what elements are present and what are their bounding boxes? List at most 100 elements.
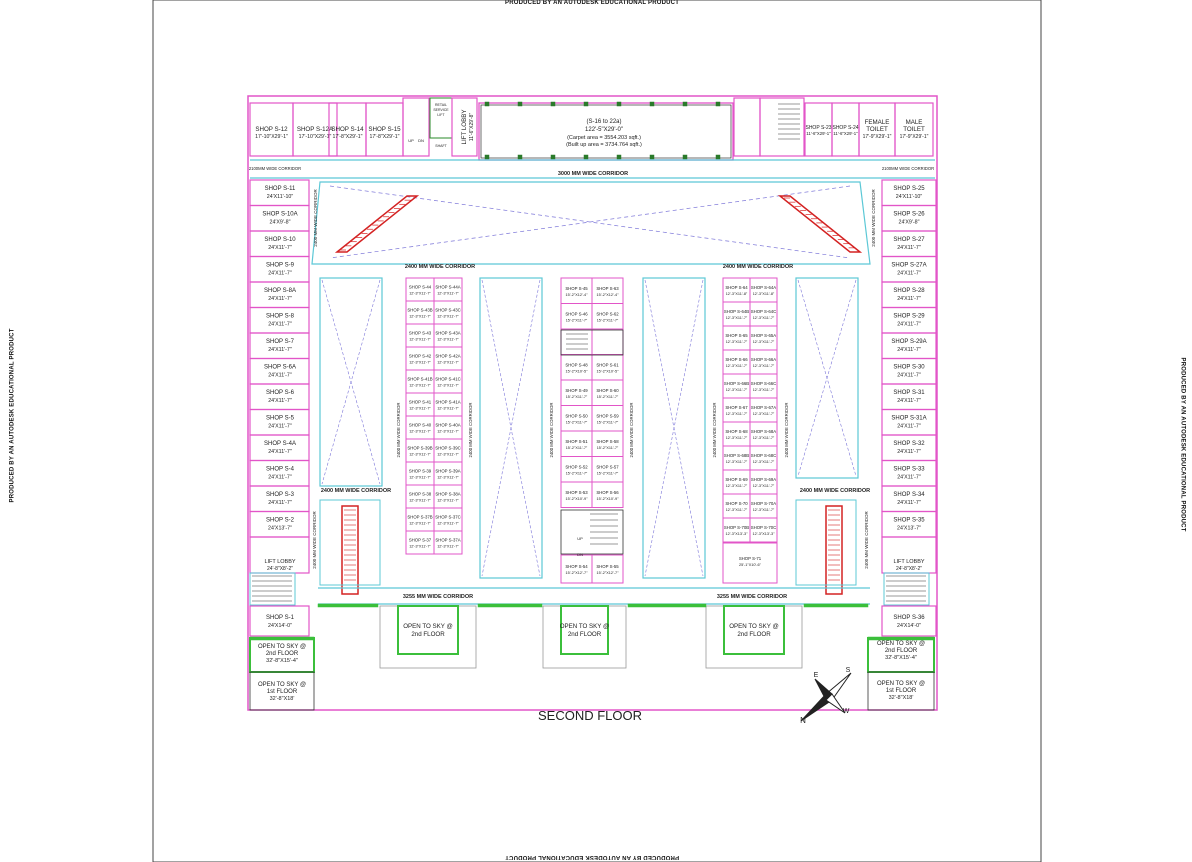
shop-cell — [405, 346, 435, 371]
shop-size: 12'-3"X11'-7" — [753, 412, 775, 416]
shop-name: SHOP S-66B — [724, 381, 749, 386]
void-diagonal — [329, 185, 851, 259]
planter-strip — [317, 603, 379, 608]
shop-cell — [560, 354, 593, 381]
shop-cell — [405, 323, 435, 348]
shop-name: SHOP S-44A — [435, 285, 460, 290]
shop-size: 24'X11'-7" — [268, 475, 292, 481]
shop-size: 12'-3"X11'-7" — [409, 407, 431, 411]
shop-cell — [433, 323, 463, 348]
shop-size: 17'-8"X29'-1" — [333, 134, 363, 140]
corridor-label-mid-left: 2400 MM WIDE CORRIDOR — [405, 264, 475, 270]
shop-cell — [881, 459, 937, 487]
shop-name: SHOP S-48 — [565, 362, 588, 367]
shop-size: 24'X11'-7" — [268, 271, 292, 277]
shop-cell — [722, 325, 751, 351]
shop-cell — [405, 461, 435, 486]
shop-name: SHOP S-70 — [725, 501, 748, 506]
open-sky-label: OPEN TO SKY @ — [729, 623, 779, 630]
shop-cell — [591, 456, 624, 483]
watermark-top: PRODUCED BY AN AUTODESK EDUCATIONAL PROD… — [505, 0, 680, 6]
shop-name: SHOP S-25 — [893, 186, 925, 192]
shop-name: SHOP S-44 — [409, 285, 432, 290]
shop-cell — [249, 179, 310, 207]
shop-size: 11'-6"X29'-1" — [806, 131, 831, 136]
up-label: UP — [577, 536, 583, 541]
corridor-label-vert: 2400 MM WIDE CORRIDOR — [712, 403, 717, 458]
shop-cell — [249, 332, 310, 360]
shop-name: SHOP S-31A — [891, 416, 926, 422]
shop-size: 15'-2"X10'-9" — [566, 497, 589, 501]
shop-cell — [405, 484, 435, 509]
lift-core-right — [733, 97, 761, 157]
shop-cell — [749, 517, 778, 543]
corridor-label-low-left: 2400 MM WIDE CORRIDOR — [321, 488, 391, 494]
shop-size: 12'-3"X11'-7" — [726, 484, 748, 488]
dn-label: DN — [418, 138, 424, 143]
shop-size: 12'-3"X11'-7" — [437, 453, 459, 457]
shop-cell — [433, 461, 463, 486]
stair-left — [249, 572, 296, 606]
shop-name: SHOP S-62 — [596, 311, 619, 316]
shop-size: 24'X11'-7" — [897, 373, 921, 379]
lift-lobby-size: 24'-8"X8'-2" — [896, 566, 922, 572]
shop-name: SHOP S-51 — [565, 439, 588, 444]
shop-name: SHOP S-35 — [893, 518, 925, 524]
column — [550, 154, 556, 160]
column — [484, 101, 490, 107]
shop-size: 17'-8"X29'-1" — [370, 134, 400, 140]
shop-size: 12'-3"X11'-7" — [726, 508, 748, 512]
column — [484, 154, 490, 160]
shop-size: 15'-2"X11'-7" — [597, 395, 619, 399]
shop-cell — [249, 230, 310, 258]
shop-cell — [881, 408, 937, 436]
shop-cell — [433, 438, 463, 463]
shop-size: 12'-3"X11'-7" — [753, 484, 775, 488]
shop-name: SHOP S-6A — [264, 365, 296, 371]
shop-size: 12'-3"X11'-7" — [437, 361, 459, 365]
shop-name: SHOP S-66 — [725, 357, 748, 362]
shop-name: SHOP S-58 — [596, 439, 619, 444]
shop-name: SHOP S-15 — [368, 126, 401, 133]
shop-size: 24'X14'-0" — [268, 623, 292, 629]
open-sky-label: 1st FLOOR — [267, 689, 298, 695]
corridor-label-vert: 2400 MM WIDE CORRIDOR — [313, 189, 318, 247]
open-sky-label: OPEN TO SKY @ — [877, 641, 925, 647]
lift-core-top — [402, 97, 430, 157]
corridor-label-vert: 2400 MM WIDE CORRIDOR — [468, 403, 473, 458]
shop-size: 12'-3"X11'-7" — [437, 430, 459, 434]
shop-size: 24'X11'-7" — [897, 424, 921, 430]
shop-cell — [749, 301, 778, 327]
shop-name: SHOP S-12 — [255, 126, 288, 133]
shop-size: 12'-3"X11'-7" — [409, 476, 431, 480]
planter-strip — [249, 636, 315, 641]
open-sky-label: 2nd FLOOR — [737, 631, 771, 638]
shop-size: 12'-3"X11'-7" — [753, 364, 775, 368]
open-sky-bay — [723, 605, 785, 655]
shop-size: 12'-3"X11'-7" — [437, 476, 459, 480]
shop-size: 15'-2"X10'-5" — [597, 369, 620, 373]
shop-name: SHOP S-49 — [565, 388, 588, 393]
shop-s1 — [249, 605, 310, 637]
shop-size: 12'-3"X11'-7" — [409, 315, 431, 319]
shop-size: 12'-3"X11'-7" — [409, 430, 431, 434]
column — [682, 101, 688, 107]
shop-cell — [722, 517, 751, 543]
void-diagonal — [321, 279, 381, 485]
shop-name: SHOP S-29A — [891, 339, 926, 345]
shop-size: 15'-2"X11'-7" — [566, 446, 588, 450]
toilet-size: 17'-9"X29'-1" — [900, 134, 929, 140]
shop-cell — [405, 392, 435, 417]
column — [583, 154, 589, 160]
column — [715, 154, 721, 160]
shop-name: SHOP S-43C — [435, 308, 460, 313]
shop-cell — [433, 415, 463, 440]
corridor-label-top: 3000 MM WIDE CORRIDOR — [558, 171, 628, 177]
shop-name: SHOP S-70B — [724, 525, 749, 530]
void-area — [795, 499, 857, 586]
shop-name: SHOP S-63 — [596, 286, 619, 291]
big-shop-builtup: (Built up area = 3734.764 sqft.) — [566, 142, 642, 148]
shop-name: SHOP S-2 — [266, 518, 295, 524]
open-sky-label: 2nd FLOOR — [266, 651, 299, 657]
shop-name: SHOP S-60 — [596, 388, 619, 393]
